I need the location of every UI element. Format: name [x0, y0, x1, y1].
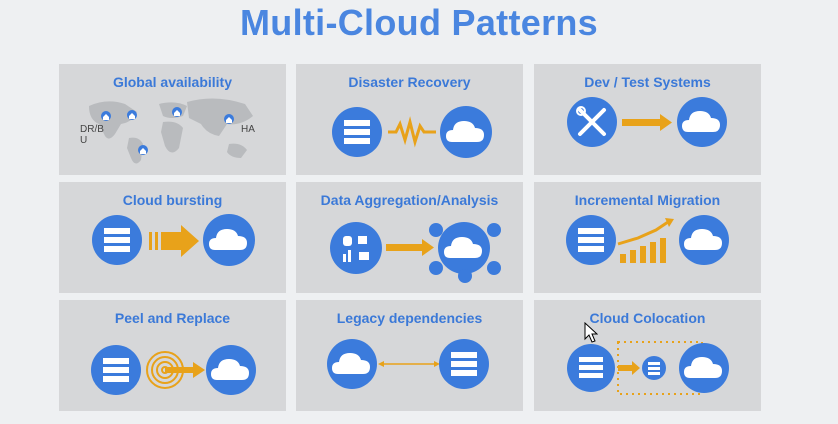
cloud-icon: [206, 345, 256, 395]
card-title: Cloud bursting: [122, 192, 223, 208]
cloud-icon: [438, 222, 490, 274]
server-icon: [567, 344, 615, 392]
card-incremental-migration[interactable]: Incremental Migration: [534, 182, 761, 293]
cloud-icon: [203, 214, 255, 266]
cloud-icon: [677, 97, 727, 147]
page-title: Multi-Cloud Patterns: [240, 2, 598, 43]
server-icon: [332, 107, 382, 157]
card-title: Peel and Replace: [114, 310, 231, 326]
card-title: Data Aggregation/Analysis: [320, 192, 499, 208]
card-cloud-bursting[interactable]: Cloud bursting: [59, 182, 286, 293]
tools-icon: [567, 97, 617, 147]
double-arrow-icon: [378, 361, 440, 367]
server-icon: [92, 215, 142, 265]
world-map-icon: [89, 98, 253, 164]
card-global-availability[interactable]: Global availability DR/B U HA: [59, 64, 286, 175]
card-title: Legacy dependencies: [336, 310, 483, 326]
heartbeat-icon: [388, 116, 436, 148]
server-icon: [91, 345, 141, 395]
arrow-icon: [386, 239, 434, 256]
cloud-icon: [679, 343, 729, 393]
card-disaster-recovery[interactable]: Disaster Recovery: [296, 64, 523, 175]
card-title: Incremental Migration: [574, 192, 721, 208]
database-icon: [330, 222, 382, 274]
server-icon: [439, 339, 489, 389]
card-title: Cloud Colocation: [589, 310, 706, 326]
arrow-icon: [622, 114, 672, 131]
growth-bars-icon: [617, 218, 674, 263]
map-label-drbu: DR/B U: [80, 124, 104, 146]
map-label-ha: HA: [241, 124, 255, 135]
chart-icon: [343, 250, 369, 262]
arrow-icon: [618, 361, 640, 375]
server-icon: [642, 356, 666, 380]
home-pin-icon: [101, 107, 234, 155]
server-icon: [566, 215, 616, 265]
card-legacy-dependencies[interactable]: Legacy dependencies: [296, 300, 523, 411]
card-cloud-colocation[interactable]: Cloud Colocation: [534, 300, 761, 411]
mouse-pointer-icon: [584, 322, 598, 343]
card-title: Global availability: [112, 74, 233, 90]
cloud-icon: [327, 339, 377, 389]
card-dev-test-systems[interactable]: Dev / Test Systems: [534, 64, 761, 175]
card-data-aggregation-analysis[interactable]: Data Aggregation/Analysis: [296, 182, 523, 293]
card-peel-and-replace[interactable]: Peel and Replace: [59, 300, 286, 411]
arrow-icon: [149, 225, 199, 257]
arrow-icon: [165, 362, 205, 378]
cloud-icon: [440, 106, 492, 158]
card-title: Dev / Test Systems: [584, 74, 711, 90]
card-title: Disaster Recovery: [348, 74, 471, 90]
cloud-icon: [679, 215, 729, 265]
